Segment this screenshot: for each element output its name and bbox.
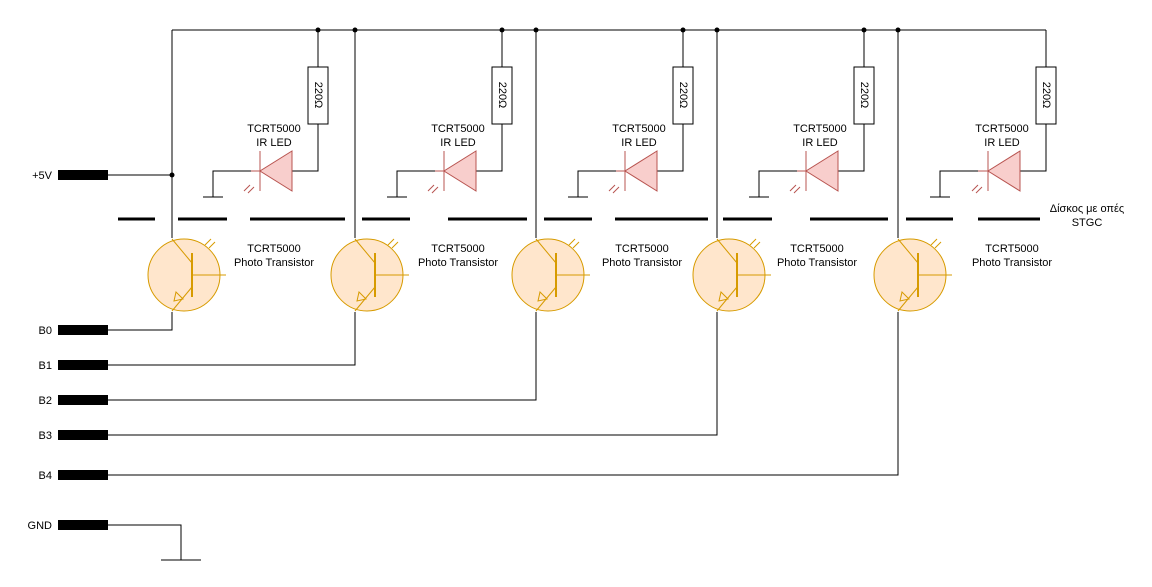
led-label-line1: TCRT5000 — [247, 123, 301, 135]
resistor-label: 220Ω — [858, 82, 870, 109]
pin-b1[interactable]: B1 — [39, 360, 108, 372]
b0-wire — [108, 312, 173, 331]
b3-wire — [108, 312, 718, 436]
transistor-label-line1: TCRT5000 — [431, 243, 485, 255]
led-label-line2: IR LED — [256, 137, 292, 149]
b1-wire — [108, 312, 356, 366]
ir-led-b3[interactable] — [805, 150, 839, 192]
led-emission-arrows-icon — [971, 184, 983, 194]
pin-b2[interactable]: B2 — [39, 395, 108, 407]
transistor-label-line1: TCRT5000 — [790, 243, 844, 255]
transistor-label-line1: TCRT5000 — [985, 243, 1039, 255]
led-emission-arrows-icon — [608, 184, 620, 194]
pin-gnd[interactable]: GND — [28, 520, 108, 532]
transistor-label-line1: TCRT5000 — [615, 243, 669, 255]
resistor-to-led-wire — [657, 124, 684, 172]
led-emission-arrows-icon — [789, 184, 801, 194]
transistor-label-line1: TCRT5000 — [247, 243, 301, 255]
disk-label-line1: Δίσκος με οπές — [1050, 203, 1124, 215]
resistor-label: 220Ω — [677, 82, 689, 109]
ir-led-b4[interactable] — [987, 150, 1021, 192]
led-label-line2: IR LED — [440, 137, 476, 149]
ir-led-b0[interactable] — [259, 150, 293, 192]
transistor-collector-lead — [535, 238, 557, 264]
led-ground-wire — [396, 170, 435, 197]
transistor-collector-lead — [897, 238, 919, 264]
pin-b0[interactable]: B0 — [39, 325, 108, 337]
b4-wire — [108, 312, 899, 476]
light-arrows-icon — [930, 238, 942, 249]
light-arrows-icon — [749, 238, 761, 249]
b2-wire — [108, 312, 537, 401]
transistor-label-line2: Photo Transistor — [234, 257, 314, 269]
rail-junction — [895, 27, 901, 33]
transistor-emitter-arrow-icon — [356, 291, 367, 302]
resistor-to-led-wire — [476, 124, 503, 172]
led-emission-arrows-icon — [243, 184, 255, 194]
light-arrows-icon — [387, 238, 399, 249]
led-ground-wire — [577, 170, 616, 197]
pin-b0-label: B0 — [39, 325, 52, 337]
transistor-label-line2: Photo Transistor — [777, 257, 857, 269]
led-ground-wire — [212, 170, 251, 197]
resistor-label: 220Ω — [496, 82, 508, 109]
pin-b2-label: B2 — [39, 395, 52, 407]
led-ground-wire — [939, 170, 978, 197]
led-label-line2: IR LED — [802, 137, 838, 149]
rail-junction — [714, 27, 720, 33]
light-arrows-icon — [204, 238, 216, 249]
transistor-emitter-arrow-icon — [899, 291, 910, 302]
transistor-collector-lead — [171, 238, 193, 264]
transistor-emitter-arrow-icon — [537, 291, 548, 302]
pin-gnd-label: GND — [28, 520, 53, 532]
pin-b4[interactable]: B4 — [39, 470, 108, 482]
rail-junction — [533, 27, 539, 33]
resistor-to-led-wire — [292, 124, 319, 172]
transistor-collector-lead — [354, 238, 376, 264]
led-label-line2: IR LED — [984, 137, 1020, 149]
resistor-label: 220Ω — [312, 82, 324, 109]
transistor-label-line2: Photo Transistor — [418, 257, 498, 269]
led-ground-wire — [758, 170, 797, 197]
pin-b3[interactable]: B3 — [39, 430, 108, 442]
disk-label-line2: STGC — [1072, 217, 1103, 229]
led-label-line1: TCRT5000 — [975, 123, 1029, 135]
led-label-line1: TCRT5000 — [793, 123, 847, 135]
gnd-wire — [108, 524, 182, 560]
resistor-to-led-wire — [838, 124, 865, 172]
led-emission-arrows-icon — [427, 184, 439, 194]
pin-b4-label: B4 — [39, 470, 52, 482]
pin-vcc[interactable]: +5V — [32, 170, 108, 182]
resistor-label: 220Ω — [1040, 82, 1052, 109]
led-label-line1: TCRT5000 — [612, 123, 666, 135]
rail-junction — [352, 27, 358, 33]
pin-b1-label: B1 — [39, 360, 52, 372]
pin-vcc-label: +5V — [32, 170, 53, 182]
light-arrows-icon — [568, 238, 580, 249]
transistor-label-line2: Photo Transistor — [972, 257, 1052, 269]
ir-led-b1[interactable] — [443, 150, 477, 192]
ir-led-b2[interactable] — [624, 150, 658, 192]
transistor-collector-lead — [716, 238, 738, 264]
resistor-to-led-wire — [1020, 124, 1047, 172]
transistor-emitter-arrow-icon — [718, 291, 729, 302]
transistor-label-line2: Photo Transistor — [602, 257, 682, 269]
pin-b3-label: B3 — [39, 430, 52, 442]
transistor-emitter-arrow-icon — [173, 291, 184, 302]
led-label-line1: TCRT5000 — [431, 123, 485, 135]
led-label-line2: IR LED — [621, 137, 657, 149]
